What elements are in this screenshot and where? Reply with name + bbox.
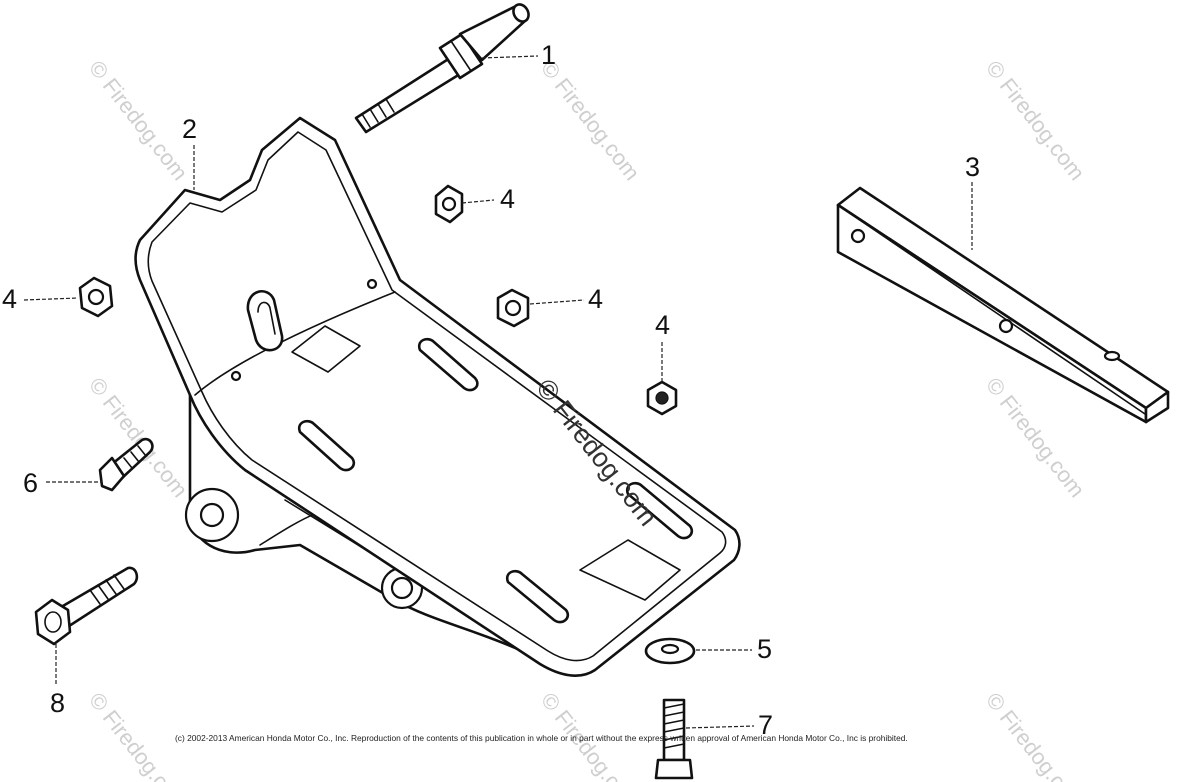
watermark-3: © Firedog.com: [981, 56, 1090, 185]
part-4-nut-a: [434, 184, 464, 224]
part-7-vertical-bolt: [654, 698, 694, 780]
callout-6: 6: [23, 468, 38, 498]
callout-2: 2: [182, 114, 197, 144]
part-6-small-bolt: [98, 437, 154, 492]
part-4-nut-d: [646, 380, 678, 416]
part-4-nut-c: [496, 288, 530, 328]
callout-4-a: 4: [500, 184, 515, 214]
callout-1: 1: [541, 40, 556, 70]
callout-labels: 1 2 3 4 4 4 4 5 6 7 8: [2, 40, 980, 740]
callout-4-c: 4: [588, 284, 603, 314]
part-2-bracket: [134, 116, 741, 677]
watermark-5: © Firedog.com: [981, 373, 1090, 502]
callout-4-b: 4: [2, 284, 17, 314]
part-8-hex-bolt: [34, 566, 139, 646]
callout-4-d: 4: [655, 310, 670, 340]
part-1-bolt: [354, 3, 530, 134]
watermark-8: © Firedog.com: [981, 688, 1090, 782]
watermark-2: © Firedog.com: [536, 56, 645, 185]
callout-8: 8: [50, 688, 65, 718]
callout-5: 5: [757, 634, 772, 664]
copyright-notice: (c) 2002-2013 American Honda Motor Co., …: [175, 733, 908, 743]
callout-3: 3: [965, 152, 980, 182]
part-3-square-bar: [836, 186, 1170, 424]
part-5-washer: [644, 637, 696, 665]
watermark-1: © Firedog.com: [84, 56, 193, 185]
leader-lines: [23, 55, 973, 729]
callout-7: 7: [758, 710, 773, 740]
part-4-nut-b: [78, 276, 114, 318]
